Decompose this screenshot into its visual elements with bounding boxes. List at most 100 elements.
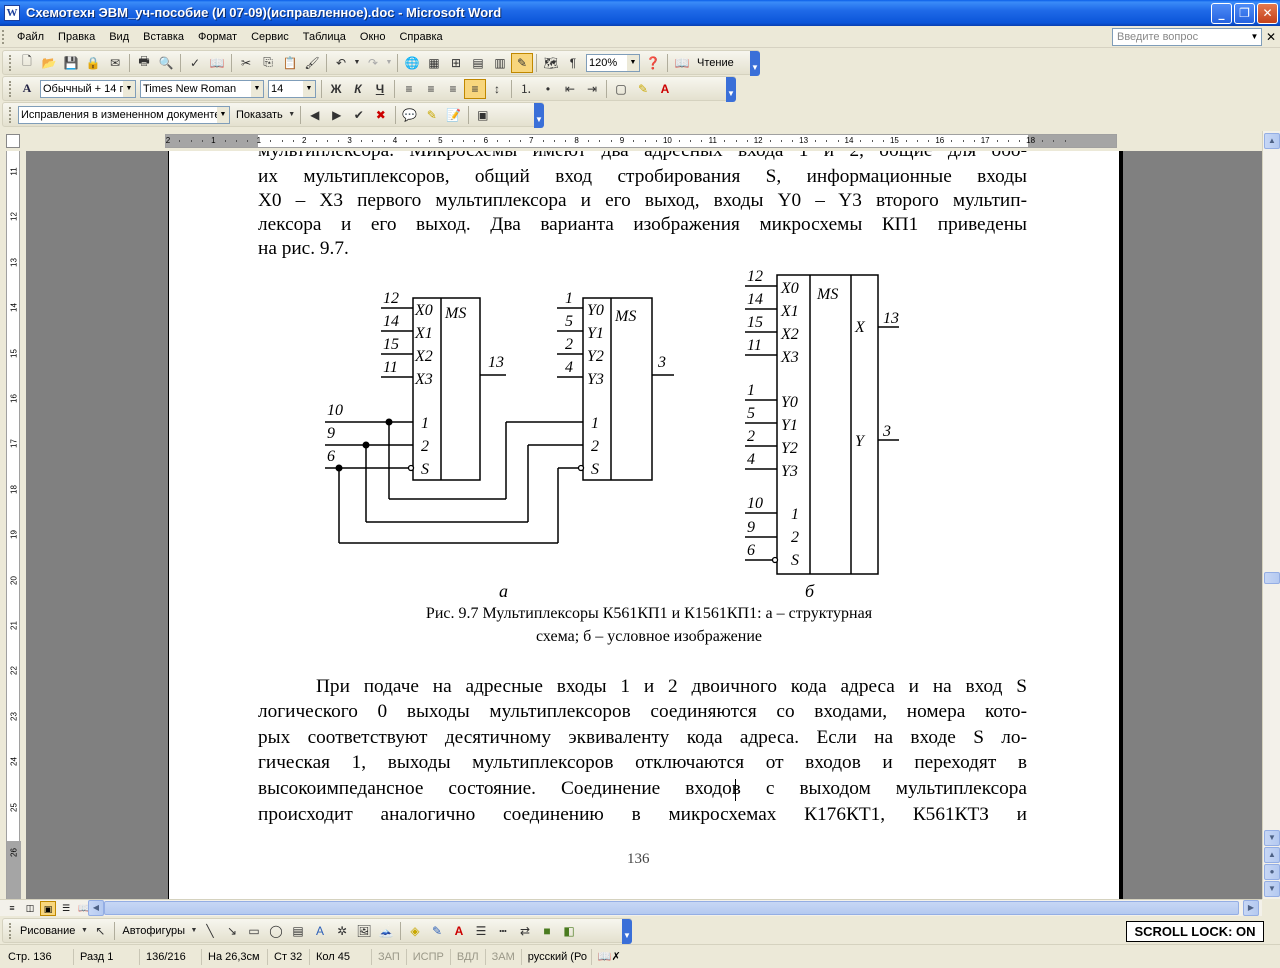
toolbar-options-icon[interactable]: ▼: [622, 919, 632, 944]
dash-style-icon[interactable]: ┅: [499, 923, 507, 938]
zoom-select[interactable]: 120% ▼: [586, 53, 640, 72]
menu-grip[interactable]: [2, 30, 5, 44]
shadow-style-icon[interactable]: ■: [543, 923, 551, 938]
autoshapes-menu-button[interactable]: Автофигуры: [122, 924, 185, 937]
rectangle-tool-icon[interactable]: ▭: [248, 923, 260, 938]
document-page[interactable]: мультиплексора. Микросхемы имеют два адр…: [168, 151, 1120, 899]
diagram-icon[interactable]: ✲: [336, 923, 348, 938]
align-right-icon[interactable]: ≡: [449, 81, 457, 96]
arrow-tool-icon[interactable]: ↘: [226, 923, 238, 938]
review-dropdown-arrow-icon[interactable]: ▼: [217, 106, 229, 123]
show-formatting-icon[interactable]: ¶: [569, 55, 577, 70]
undo-dropdown-icon[interactable]: ▼: [353, 59, 361, 66]
zoom-dropdown-arrow-icon[interactable]: ▼: [627, 54, 639, 71]
redo-icon[interactable]: ↷: [367, 55, 379, 70]
spelling-status-icon[interactable]: 📖✗: [597, 950, 621, 963]
email-icon[interactable]: ✉: [109, 55, 121, 70]
status-extend[interactable]: ВДЛ: [451, 948, 486, 965]
drawing-menu-button[interactable]: Рисование: [20, 924, 76, 937]
bold-button[interactable]: Ж: [330, 81, 342, 96]
status-overtype[interactable]: ЗАМ: [486, 948, 522, 965]
oval-tool-icon[interactable]: ◯: [269, 923, 283, 938]
wordart-icon[interactable]: A: [315, 923, 324, 938]
toolbar-options-icon[interactable]: ▼: [534, 103, 544, 128]
menu-help[interactable]: Справка: [399, 31, 443, 43]
word-app-icon[interactable]: W: [4, 5, 20, 21]
display-for-review-select[interactable]: Исправления в измененном документе ▼: [18, 105, 230, 124]
highlight-icon[interactable]: ✎: [637, 81, 649, 96]
print-icon[interactable]: 🖶: [138, 54, 150, 68]
menu-insert[interactable]: Вставка: [143, 31, 185, 43]
undo-icon[interactable]: ↶: [335, 55, 347, 70]
insert-table-icon[interactable]: ⊞: [450, 55, 462, 70]
status-page[interactable]: Стр. 136: [2, 948, 74, 965]
status-position[interactable]: На 26,3см: [202, 948, 268, 965]
maximize-button[interactable]: ❐: [1234, 3, 1255, 24]
toolbar-grip[interactable]: [9, 106, 12, 123]
font-color-icon[interactable]: A: [660, 81, 670, 96]
vertical-scrollbar[interactable]: ▲ ▼ ▲ ● ▼: [1262, 131, 1280, 899]
copy-icon[interactable]: ⎘: [263, 55, 273, 69]
print-layout-icon[interactable]: ▣: [40, 901, 56, 916]
reviewing-pane-icon[interactable]: ▣: [477, 107, 489, 122]
insert-excel-icon[interactable]: ▤: [472, 55, 484, 70]
highlight-review-icon[interactable]: ✎: [426, 107, 437, 122]
align-left-icon[interactable]: ≡: [405, 81, 413, 96]
title-bar[interactable]: W Схемотехн ЭВМ_уч-пособие (И 07-09)(исп…: [0, 0, 1280, 26]
new-document-icon[interactable]: 🗋: [22, 54, 32, 68]
select-browse-object-icon[interactable]: ●: [1264, 864, 1280, 880]
menu-window[interactable]: Окно: [359, 31, 386, 43]
reading-layout-button[interactable]: Чтение: [697, 56, 734, 69]
normal-view-icon[interactable]: ≡: [9, 903, 15, 913]
print-preview-icon[interactable]: 🔍: [158, 55, 174, 70]
scroll-right-icon[interactable]: ▶: [1243, 900, 1259, 916]
open-folder-icon[interactable]: 📂: [41, 55, 57, 70]
line-style-icon[interactable]: ☰: [475, 923, 487, 938]
next-page-icon[interactable]: ▼: [1264, 881, 1280, 897]
track-changes-icon[interactable]: 📝: [446, 107, 462, 122]
format-painter-icon[interactable]: 🖌: [304, 55, 320, 70]
menu-table[interactable]: Таблица: [302, 31, 346, 43]
vertical-scroll-thumb[interactable]: [1264, 572, 1280, 584]
horizontal-scroll-thumb[interactable]: [104, 901, 1239, 915]
menu-view[interactable]: Вид: [109, 31, 130, 43]
status-line[interactable]: Ст 32: [268, 948, 310, 965]
select-objects-icon[interactable]: ↖: [95, 923, 106, 938]
document-map-icon[interactable]: 🗺: [543, 55, 559, 70]
ask-dropdown-arrow-icon[interactable]: ▼: [1248, 29, 1261, 45]
menu-tools[interactable]: Сервис: [251, 31, 289, 43]
save-icon[interactable]: 💾: [63, 55, 79, 70]
document-area[interactable]: мультиплексора. Микросхемы имеют два адр…: [26, 151, 1262, 899]
show-dropdown-icon[interactable]: ▼: [288, 111, 296, 118]
status-language[interactable]: русский (Ро: [522, 948, 592, 965]
text-box-icon[interactable]: ▤: [292, 923, 304, 938]
scroll-up-icon[interactable]: ▲: [1264, 133, 1280, 149]
horizontal-scrollbar[interactable]: ≡ ◫ ▣ ☰ 📖 ◀ ▶: [0, 899, 1262, 916]
tables-borders-icon[interactable]: ▦: [428, 55, 440, 70]
hyperlink-icon[interactable]: 🌐: [404, 55, 420, 70]
close-button[interactable]: ✕: [1257, 3, 1278, 24]
toolbar-grip[interactable]: [9, 54, 12, 71]
fill-color-icon[interactable]: ◈: [410, 923, 420, 938]
outline-view-icon[interactable]: ☰: [61, 903, 71, 913]
align-center-icon[interactable]: ≡: [427, 81, 435, 96]
cut-icon[interactable]: ✂: [240, 55, 252, 70]
status-record-macro[interactable]: ЗАП: [372, 948, 407, 965]
line-spacing-icon[interactable]: ↕: [494, 81, 500, 96]
accept-change-icon[interactable]: ✔: [353, 107, 364, 122]
menu-file[interactable]: Файл: [17, 31, 45, 43]
decrease-indent-icon[interactable]: ⇤: [564, 81, 576, 96]
font-select[interactable]: Times New Roman ▼: [140, 79, 264, 98]
previous-change-icon[interactable]: ◀: [310, 107, 320, 122]
status-page-count[interactable]: 136/216: [140, 948, 202, 965]
scroll-left-icon[interactable]: ◀: [88, 900, 104, 916]
italic-button[interactable]: К: [354, 81, 362, 96]
redo-dropdown-icon[interactable]: ▼: [385, 59, 393, 66]
status-track-changes[interactable]: ИСПР: [407, 948, 451, 965]
toolbar-grip[interactable]: [9, 922, 12, 939]
status-column[interactable]: Кол 45: [310, 948, 372, 965]
show-menu-button[interactable]: Показать: [236, 108, 283, 121]
